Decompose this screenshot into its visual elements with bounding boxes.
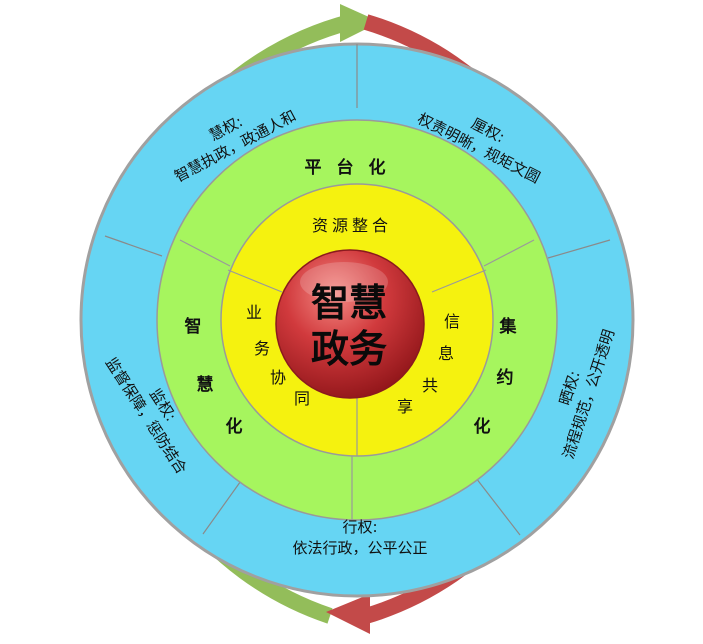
svg-text:台: 台 bbox=[337, 157, 354, 178]
yellow-label-right: 信 息 共 享 bbox=[397, 312, 460, 416]
green-label-top: 平 台 化 bbox=[305, 157, 386, 178]
svg-text:享: 享 bbox=[397, 397, 413, 416]
divider-left bbox=[104, 235, 163, 257]
svg-text:化: 化 bbox=[474, 416, 491, 437]
green-label-left: 智 慧 化 bbox=[185, 316, 243, 437]
svg-text:化: 化 bbox=[226, 416, 243, 437]
svg-text:化: 化 bbox=[369, 157, 386, 178]
svg-text:平: 平 bbox=[305, 158, 322, 178]
red-arrow-head bbox=[326, 594, 370, 634]
svg-text:同: 同 bbox=[294, 389, 310, 408]
core-title-line1: 智慧 bbox=[311, 281, 387, 325]
svg-text:信: 信 bbox=[444, 312, 460, 331]
svg-text:行权:: 行权: bbox=[342, 518, 377, 536]
divider-bottom-left bbox=[202, 477, 244, 535]
svg-text:共: 共 bbox=[422, 376, 438, 395]
green-dividers bbox=[179, 239, 535, 520]
svg-text:务: 务 bbox=[254, 339, 270, 358]
yellow-label-left: 业 务 协 同 bbox=[246, 303, 310, 408]
divider-right bbox=[547, 239, 611, 259]
svg-text:约: 约 bbox=[497, 367, 514, 388]
core-highlight bbox=[300, 262, 388, 302]
svg-text:慧: 慧 bbox=[197, 374, 214, 395]
green-label-right: 集 约 化 bbox=[474, 316, 518, 437]
outer-label-bottom: 行权: 依法行政，公平公正 bbox=[292, 518, 427, 557]
core-title-line2: 政务 bbox=[311, 327, 387, 371]
divider-bottom-right bbox=[475, 477, 521, 536]
green-arrow-head bbox=[340, 4, 380, 42]
svg-text:集: 集 bbox=[499, 316, 518, 337]
yellow-dividers bbox=[227, 269, 487, 456]
yellow-label-top: 资源整合 bbox=[312, 216, 392, 235]
svg-text:智: 智 bbox=[185, 316, 202, 337]
svg-text:协: 协 bbox=[270, 368, 286, 387]
outer-dividers bbox=[104, 44, 611, 536]
svg-text:业: 业 bbox=[246, 303, 262, 322]
core-circle bbox=[275, 249, 425, 399]
svg-text:息: 息 bbox=[438, 344, 454, 363]
svg-text:依法行政，公平公正: 依法行政，公平公正 bbox=[292, 539, 427, 557]
